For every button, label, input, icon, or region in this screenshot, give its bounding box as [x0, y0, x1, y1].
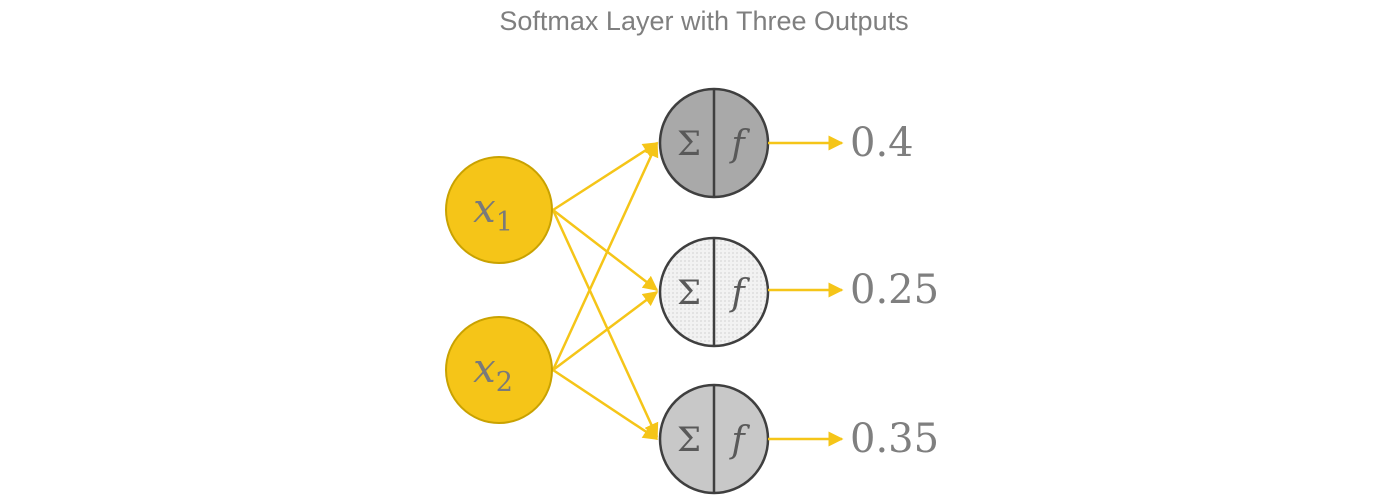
arrow-x1-n3 — [551, 209, 659, 439]
input-node-circle — [445, 156, 553, 264]
connection-arrows — [551, 141, 659, 441]
input-node-x1: x1 — [445, 156, 553, 264]
input-subscript: 1 — [496, 207, 513, 238]
arrow-x1-n2 — [552, 209, 659, 291]
output-value: 0.25 — [850, 267, 939, 313]
output-value: 0.35 — [850, 416, 939, 462]
sum-symbol: Σ — [677, 420, 701, 460]
arrow-x2-n1 — [551, 141, 659, 371]
input-symbol: x — [473, 186, 496, 232]
diagram-title: Softmax Layer with Three Outputs — [499, 6, 908, 36]
neuron-1: Σ f 0.4 — [658, 87, 914, 199]
arrow-x1-n1 — [552, 141, 659, 212]
input-node-circle — [445, 316, 553, 424]
sum-symbol: Σ — [677, 124, 701, 164]
neuron-3: Σ f 0.35 — [658, 383, 939, 495]
arrow-x2-n2 — [552, 291, 659, 371]
input-node-label: x2 — [473, 346, 513, 398]
neuron-2: Σ f 0.25 — [658, 236, 939, 348]
arrow-x2-n3 — [552, 368, 659, 441]
input-node-x2: x2 — [445, 316, 553, 424]
input-symbol: x — [473, 346, 496, 392]
output-value: 0.4 — [850, 120, 914, 166]
sum-symbol: Σ — [677, 273, 701, 313]
input-node-label: x1 — [473, 186, 513, 238]
input-subscript: 2 — [496, 367, 513, 398]
